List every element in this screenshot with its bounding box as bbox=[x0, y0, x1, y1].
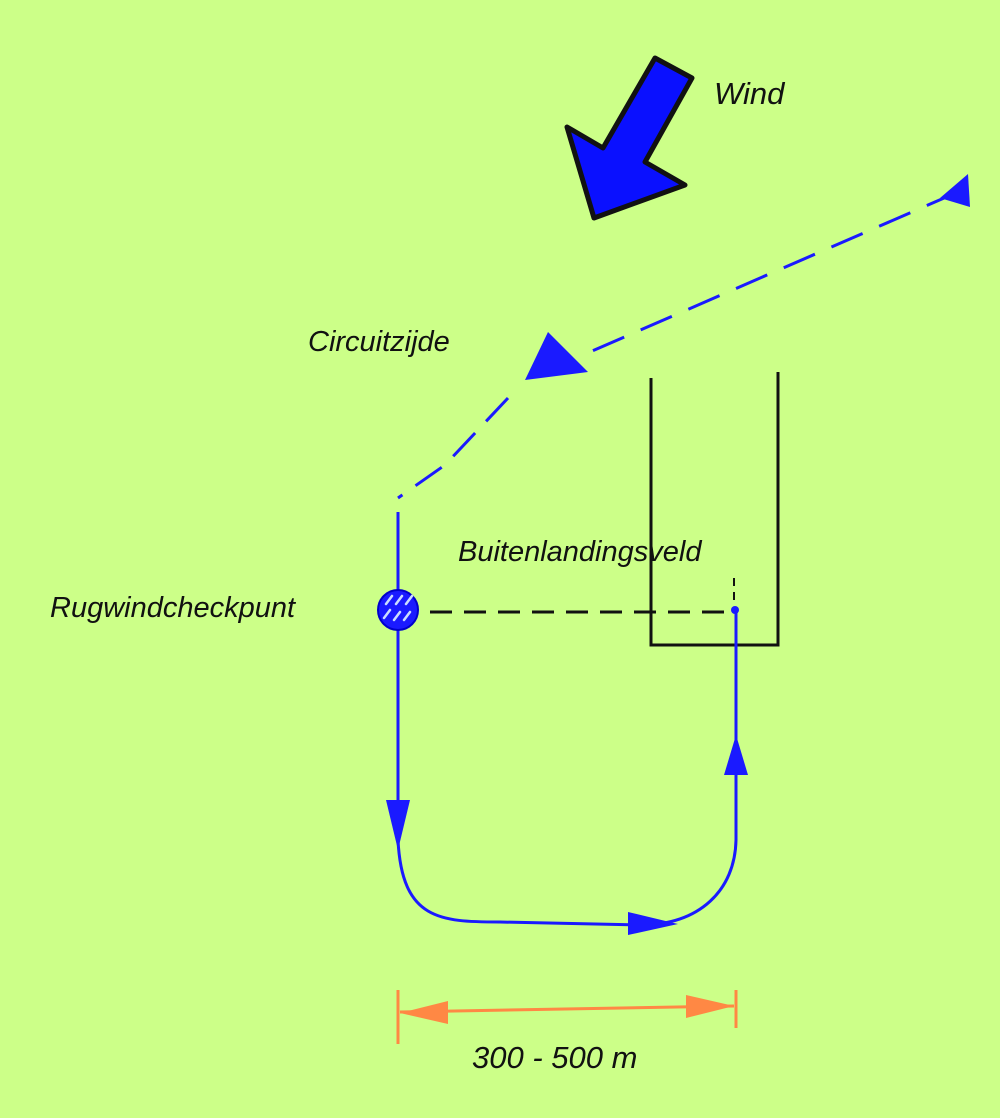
dimension-line bbox=[399, 1004, 735, 1014]
final-turn-point bbox=[731, 606, 739, 614]
downwind-arrowhead-icon bbox=[386, 800, 410, 850]
final-arrowhead-icon bbox=[724, 735, 748, 775]
landing-field-label: Buitenlandingsveld bbox=[458, 536, 702, 568]
approach-arrowhead-icon bbox=[940, 174, 970, 207]
checkpoint-hatch-icon bbox=[382, 594, 414, 622]
circuit-entry-arrowhead-icon bbox=[525, 332, 588, 380]
circuit-side-label: Circuitzijde bbox=[308, 326, 450, 358]
distance-label: 300 - 500 m bbox=[472, 1040, 637, 1075]
circuit-entry-path-dashed bbox=[397, 396, 510, 500]
checkpoint-label: Rugwindcheckpunt bbox=[50, 592, 297, 624]
wind-label: Wind bbox=[714, 76, 786, 111]
dimension-arrowhead-right-icon bbox=[686, 995, 734, 1018]
wind-arrow-icon bbox=[564, 55, 695, 221]
dimension-arrowhead-left-icon bbox=[400, 1001, 448, 1024]
base-leg-arrowhead-icon bbox=[628, 912, 678, 935]
circuit-flight-path bbox=[396, 512, 738, 927]
landing-field-outline bbox=[649, 372, 780, 647]
approach-path-dashed bbox=[582, 190, 959, 357]
